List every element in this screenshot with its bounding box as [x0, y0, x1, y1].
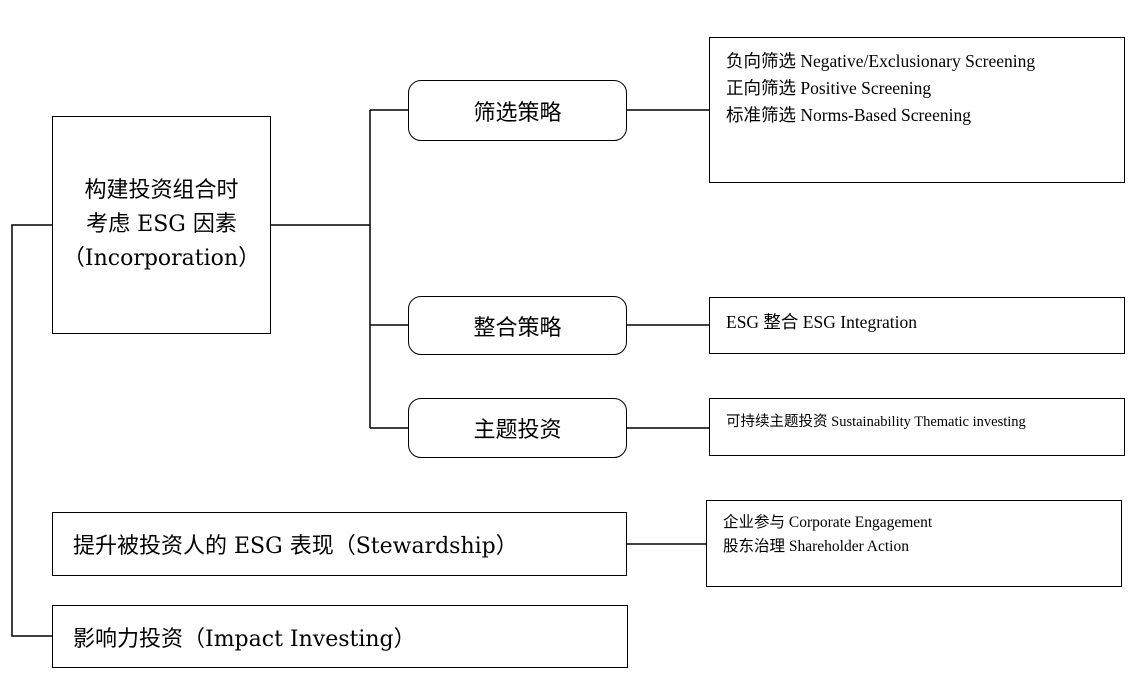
stewardship-label: 提升被投资人的 ESG 表现（Stewardship）	[73, 534, 518, 559]
incorporation-box: 构建投资组合时 考虑 ESG 因素 （Incorporation）	[52, 116, 271, 334]
stewardship-item-shareholder: 股东治理 Shareholder Action	[723, 538, 909, 555]
thematic-item: 可持续主题投资 Sustainability Thematic investin…	[726, 414, 1026, 430]
screening-item-norms: 标准筛选 Norms-Based Screening	[726, 105, 971, 125]
thematic-description-box: 可持续主题投资 Sustainability Thematic investin…	[709, 398, 1125, 456]
integration-strategy-box: 整合策略	[408, 296, 627, 355]
screening-description-box: 负向筛选 Negative/Exclusionary Screening 正向筛…	[709, 37, 1125, 183]
impact-investing-box: 影响力投资（Impact Investing）	[52, 605, 628, 668]
impact-investing-label: 影响力投资（Impact Investing）	[73, 626, 416, 652]
screening-strategy-label: 筛选策略	[473, 100, 562, 126]
stewardship-description-box: 企业参与 Corporate Engagement 股东治理 Sharehold…	[706, 500, 1122, 587]
screening-item-negative: 负向筛选 Negative/Exclusionary Screening	[726, 51, 1036, 71]
screening-strategy-box: 筛选策略	[408, 80, 627, 141]
incorporation-line-3: （Incorporation）	[62, 246, 261, 271]
connector-spine-left	[11, 224, 52, 637]
thematic-investing-box: 主题投资	[408, 398, 627, 458]
thematic-investing-label: 主题投资	[473, 418, 562, 443]
incorporation-line-2: 考虑 ESG 因素	[86, 212, 237, 237]
screening-item-positive: 正向筛选 Positive Screening	[726, 78, 932, 98]
integration-item: ESG 整合 ESG Integration	[726, 312, 918, 332]
stewardship-item-engagement: 企业参与 Corporate Engagement	[723, 514, 933, 531]
incorporation-line-1: 构建投资组合时	[84, 178, 239, 203]
stewardship-box: 提升被投资人的 ESG 表现（Stewardship）	[52, 512, 627, 576]
integration-strategy-label: 整合策略	[473, 315, 562, 341]
integration-description-box: ESG 整合 ESG Integration	[709, 297, 1125, 354]
